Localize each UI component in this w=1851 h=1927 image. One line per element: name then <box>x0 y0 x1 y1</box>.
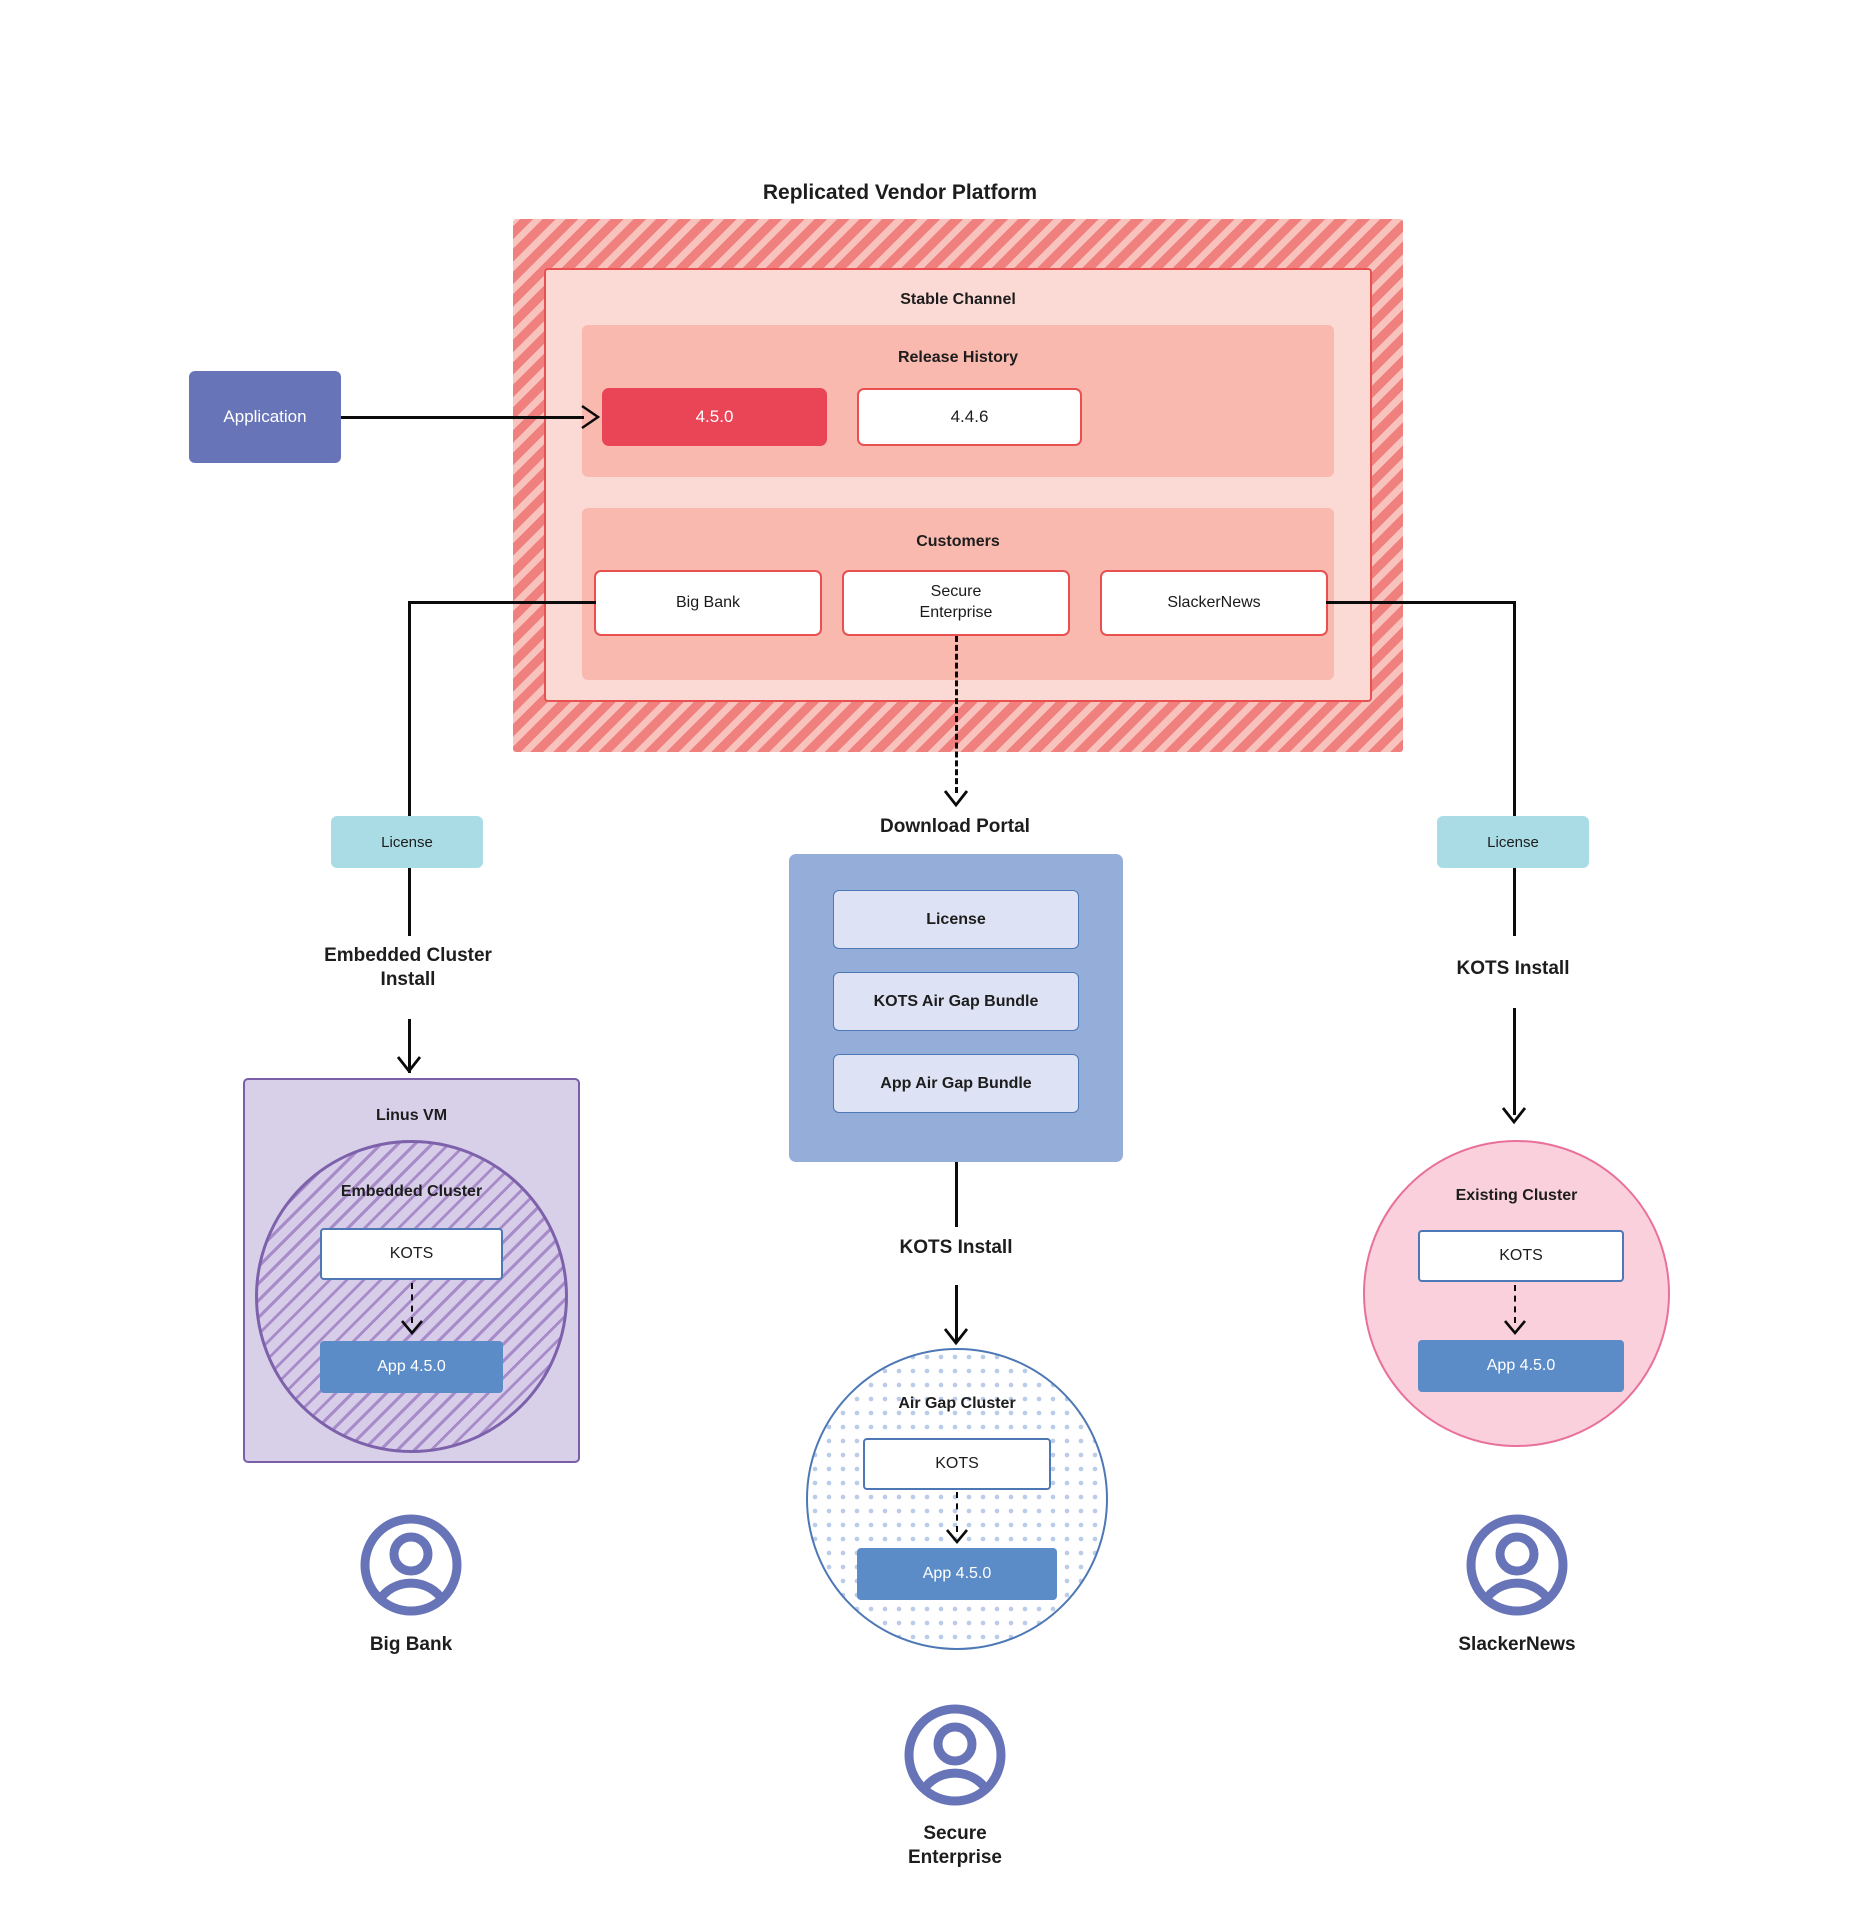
bigbank-license-to-install-line <box>408 868 411 936</box>
customers-label: Customers <box>916 533 1000 550</box>
kots-install-label-right: KOTS Install <box>1456 958 1570 979</box>
slackernews-connector-vertical <box>1513 601 1516 816</box>
existing-kots-to-app-dashed <box>1514 1285 1516 1323</box>
avatar-slackernews <box>1466 1514 1568 1616</box>
embedded-cluster-label: Embedded Cluster <box>340 1183 483 1200</box>
avatar-secure-enterprise <box>904 1704 1006 1806</box>
customer-name-secure-enterprise: Secure Enterprise <box>908 1823 1002 1869</box>
customer-name-big-bank: Big Bank <box>369 1634 453 1655</box>
install-to-airgap-line <box>955 1285 958 1341</box>
slackernews-install-to-cluster-line <box>1513 1008 1516 1115</box>
download-portal-title: Download Portal <box>880 816 1030 837</box>
kots-box-airgap[interactable]: KOTS <box>863 1438 1051 1490</box>
bigbank-connector-horizontal <box>408 601 596 604</box>
secure-enterprise-to-portal-arrowhead <box>943 790 969 808</box>
customer-box-secure-enterprise[interactable]: Secure Enterprise <box>842 570 1070 636</box>
portal-item-license[interactable]: License <box>833 890 1079 949</box>
customer-name-slackernews: SlackerNews <box>1458 1634 1576 1655</box>
airgap-kots-to-app-dashed <box>956 1492 958 1532</box>
customer-box-big-bank[interactable]: Big Bank <box>594 570 822 636</box>
embedded-cluster-circle <box>255 1140 568 1453</box>
avatar-big-bank <box>360 1514 462 1616</box>
app-version-box-airgap[interactable]: App 4.5.0 <box>857 1548 1057 1600</box>
release-4-5-0-box[interactable]: 4.5.0 <box>602 388 827 446</box>
airgap-install-arrowhead <box>943 1328 969 1346</box>
customer-box-slackernews[interactable]: SlackerNews <box>1100 570 1328 636</box>
bigbank-install-to-vm-line <box>408 1019 411 1073</box>
portal-item-app-air-gap-bundle[interactable]: App Air Gap Bundle <box>833 1054 1079 1113</box>
existing-cluster-label: Existing Cluster <box>1455 1187 1578 1204</box>
embedded-kots-to-app-dashed <box>411 1283 413 1323</box>
app-version-box-embedded[interactable]: App 4.5.0 <box>320 1341 503 1393</box>
license-chip-big-bank[interactable]: License <box>331 816 483 868</box>
slackernews-install-arrowhead <box>1501 1107 1527 1125</box>
slackernews-license-to-install-line <box>1513 868 1516 936</box>
release-4-4-6-box[interactable]: 4.4.6 <box>857 388 1082 446</box>
existing-kots-arrowhead <box>1504 1320 1526 1336</box>
kots-box-existing[interactable]: KOTS <box>1418 1230 1624 1282</box>
license-chip-slackernews[interactable]: License <box>1437 816 1589 868</box>
stable-channel-label: Stable Channel <box>900 291 1016 308</box>
embedded-cluster-install-label: Embedded Cluster Install <box>324 945 492 991</box>
slackernews-connector-horizontal <box>1326 601 1516 604</box>
kots-box-embedded[interactable]: KOTS <box>320 1228 503 1280</box>
kots-install-label-center: KOTS Install <box>899 1237 1013 1258</box>
release-history-label: Release History <box>897 349 1019 366</box>
application-to-release-arrowhead <box>581 404 601 430</box>
application-to-release-line <box>341 416 584 419</box>
portal-item-kots-air-gap-bundle[interactable]: KOTS Air Gap Bundle <box>833 972 1079 1031</box>
linus-vm-label: Linus VM <box>375 1107 448 1124</box>
airgap-kots-arrowhead <box>946 1529 968 1545</box>
secure-enterprise-to-portal-dashed <box>955 636 958 793</box>
bigbank-connector-vertical <box>408 601 411 816</box>
embedded-kots-arrowhead <box>401 1320 423 1336</box>
bigbank-install-arrowhead <box>396 1056 422 1074</box>
portal-to-install-line <box>955 1162 958 1227</box>
existing-cluster-circle <box>1363 1140 1670 1447</box>
air-gap-cluster-label: Air Gap Cluster <box>898 1395 1016 1412</box>
application-box[interactable]: Application <box>189 371 341 463</box>
app-version-box-existing[interactable]: App 4.5.0 <box>1418 1340 1624 1392</box>
diagram-title: Replicated Vendor Platform <box>762 181 1038 204</box>
